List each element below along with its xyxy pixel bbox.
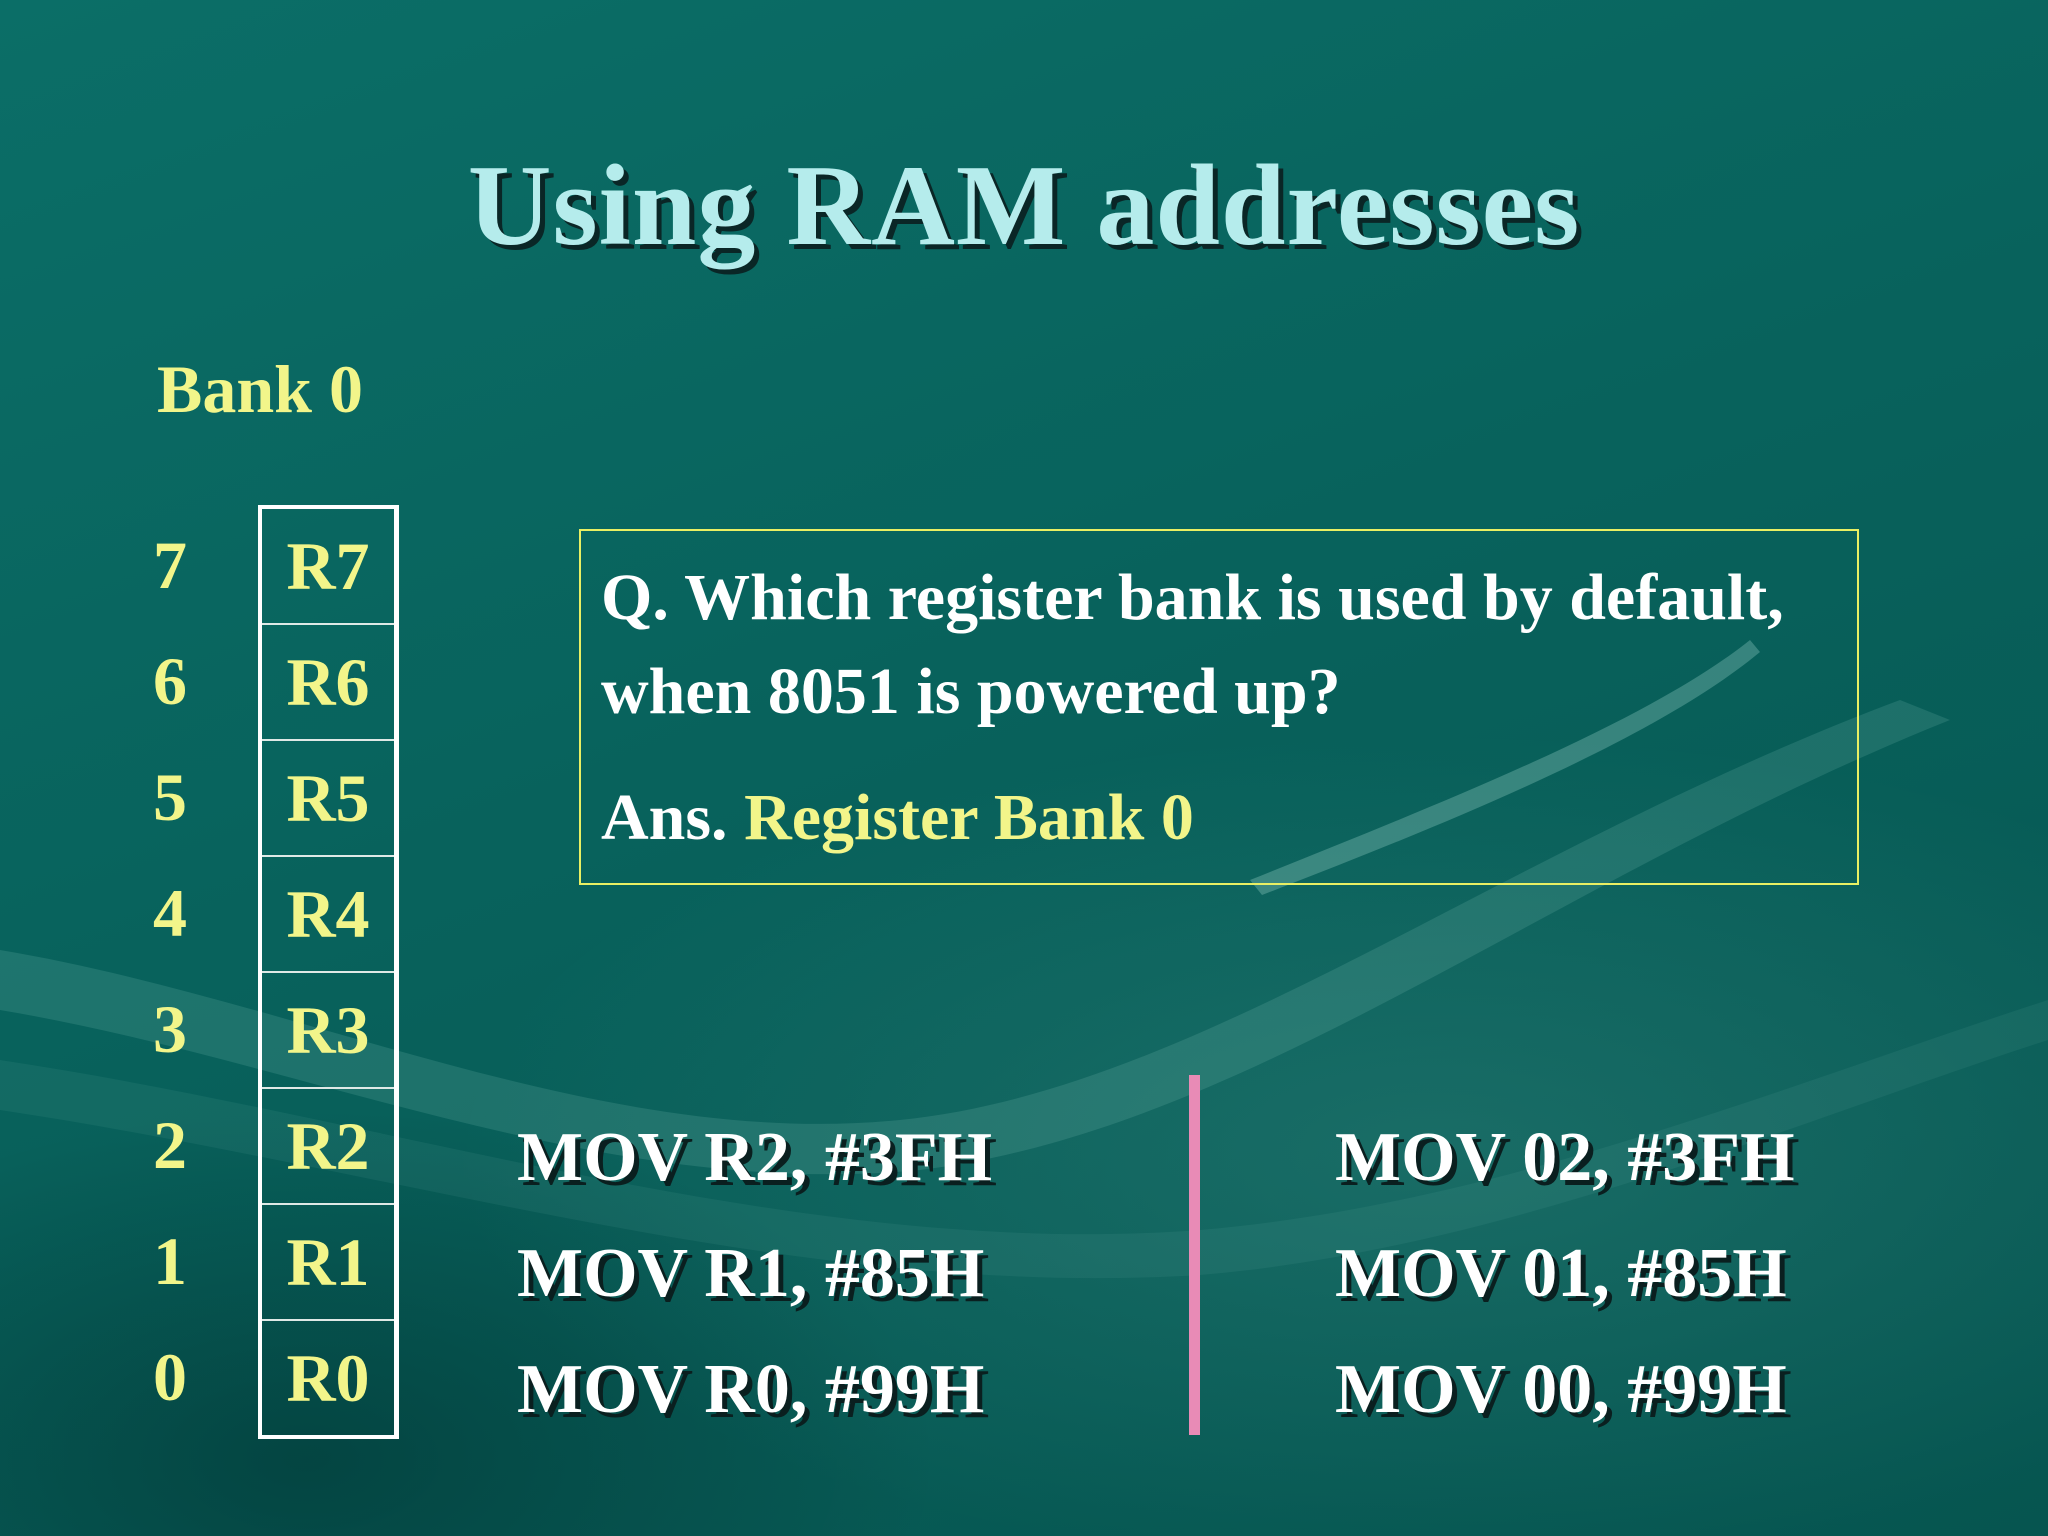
register-index: 3 — [153, 991, 187, 1067]
answer-value: Register Bank 0 — [744, 781, 1194, 854]
code-block-ram-addresses: MOV 02, #3FH MOV 01, #85H MOV 00, #99H — [1335, 1100, 1795, 1448]
answer-prefix: Ans. — [601, 781, 728, 854]
code-block-register-names: MOV R2, #3FH MOV R1, #85H MOV R0, #99H — [517, 1100, 992, 1448]
code-line: MOV 01, #85H — [1335, 1235, 1787, 1312]
code-line: MOV R1, #85H — [517, 1235, 985, 1312]
register-index: 2 — [153, 1107, 187, 1183]
register-cell: R6 — [262, 625, 394, 741]
register-cell: R5 — [262, 741, 394, 857]
slide-title: Using RAM addresses — [467, 142, 1581, 270]
code-line: MOV R0, #99H — [517, 1351, 985, 1428]
register-cell: R0 — [286, 1340, 370, 1416]
bank-label: Bank 0 — [157, 351, 363, 427]
code-line: MOV 02, #3FH — [1335, 1119, 1795, 1196]
register-cell: R7 — [262, 509, 394, 625]
question-text: Q. Which register bank is used by defaul… — [601, 561, 1784, 728]
register-index: 7 — [153, 527, 187, 603]
question-answer-box: Q. Which register bank is used by defaul… — [579, 529, 1859, 885]
register-bank-table: R7 R6 R5 R4 R3 R2 R1 R0 — [258, 505, 399, 1439]
code-divider — [1189, 1075, 1200, 1435]
register-index: 4 — [153, 875, 187, 951]
register-index: 0 — [153, 1339, 187, 1415]
register-index: 1 — [153, 1223, 187, 1299]
code-line: MOV R2, #3FH — [517, 1119, 993, 1196]
register-index: 5 — [153, 759, 187, 835]
register-cell: R3 — [262, 973, 394, 1089]
register-index-column: 7 6 5 4 3 2 1 0 — [140, 507, 200, 1435]
code-line: MOV 00, #99H — [1335, 1351, 1787, 1428]
register-cell: R1 — [262, 1205, 394, 1321]
register-cell: R2 — [262, 1089, 394, 1205]
register-index: 6 — [153, 643, 187, 719]
answer-text: Ans. Register Bank 0 — [601, 785, 1194, 851]
register-cell: R4 — [262, 857, 394, 973]
